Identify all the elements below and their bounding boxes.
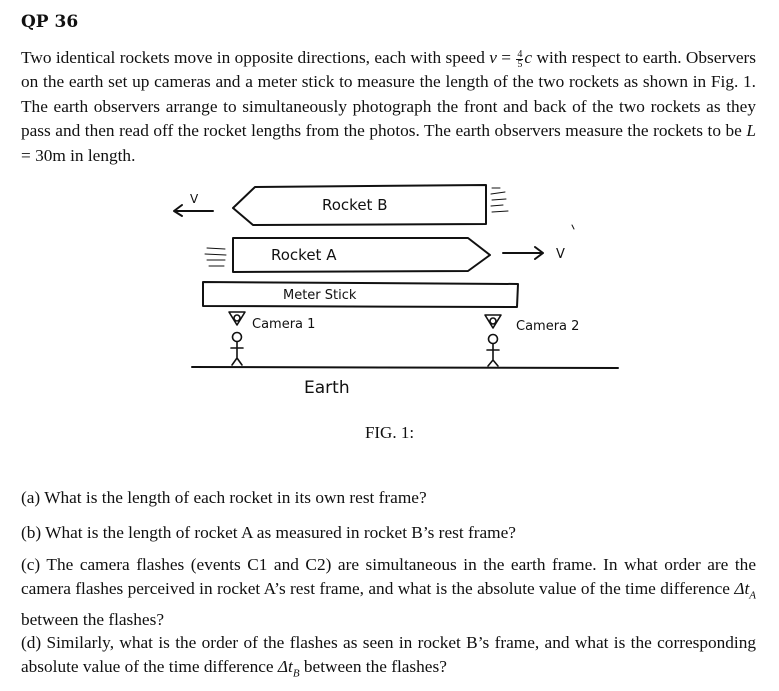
velocity-right-label: V [556,247,565,262]
camera-1-icon [228,311,246,366]
speed-of-light-symbol: c [524,48,533,67]
meter-stick [202,281,519,308]
question-d-text-1: (d) Similarly, what is the order of the … [21,633,756,677]
left-velocity-arrow-icon [173,204,214,217]
rocket-a-exhaust-icon [204,247,227,267]
intro-text-2: with respect to earth. Observers on the … [21,48,756,141]
question-b: (b) What is the length of rocket A as me… [21,523,516,542]
rocket-b-exhaust-icon [490,187,509,213]
rocket-a-body [232,237,491,273]
question-c: (c) The camera flashes (events C1 and C2… [21,553,756,633]
rocket-b-label: Rocket B [322,196,388,214]
camera-2-label: Camera 2 [516,319,579,334]
fraction-numerator: 4 [516,49,524,60]
velocity-left-label: V [190,192,199,206]
fraction-denominator: 5 [517,59,523,70]
rocket-b-body [232,184,487,226]
rocket-diagram: Rocket B Rocket A Meter Stick Camera 1 C… [173,184,619,398]
earth-label: Earth [304,378,350,398]
speed-variable: v [489,48,497,67]
problem-statement: Two identical rockets move in opposite d… [21,46,756,168]
intro-text-1: Two identical rockets move in opposite d… [21,48,490,67]
length-value: = 30m [21,145,66,165]
figure-1: Rocket B Rocket A Meter Stick Camera 1 C… [0,175,779,415]
right-velocity-arrow-icon [502,246,544,260]
stray-mark [571,224,575,230]
delta-t-a: Δt [734,579,750,599]
delta-t-b-subscript: B [292,667,300,680]
intro-text-3: in length. [65,145,136,165]
meter-stick-label: Meter Stick [283,288,357,303]
delta-t-a-subscript: A [749,589,756,602]
camera-1-label: Camera 1 [252,317,315,332]
equals-sign: = [496,48,516,67]
question-c-text-2: between the flashes? [21,610,164,630]
question-a: (a) What is the length of each rocket in… [21,488,427,507]
delta-t-b: Δt [277,657,293,677]
figure-caption: FIG. 1: [364,423,415,442]
problem-title: QP 36 [21,12,79,32]
question-d-text-2: between the flashes? [299,657,447,677]
question-d: (d) Similarly, what is the order of the … [21,631,756,686]
length-variable: L [746,121,756,141]
earth-ground-line [191,366,619,369]
rocket-a-label: Rocket A [271,246,337,264]
question-c-text-1: (c) The camera flashes (events C1 and C2… [21,555,756,599]
camera-2-icon [484,314,502,367]
